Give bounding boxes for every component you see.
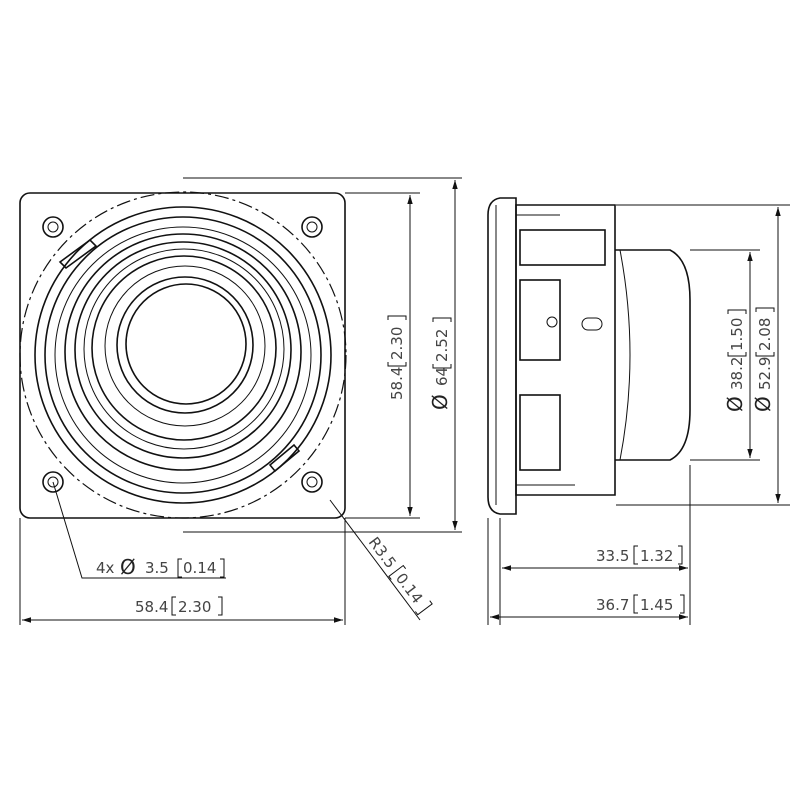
hole-diameter-symbol: Ø	[120, 555, 136, 579]
terminal-tabs	[58, 238, 301, 473]
basket-window-bottom	[519, 394, 561, 471]
basket-diameter-in-label: 2.08	[756, 318, 774, 351]
body-depth-mm-label: 33.5	[596, 547, 629, 565]
diameter-in-label: 2.52	[433, 329, 451, 362]
hole-in-label: 0.14	[183, 559, 216, 577]
basket-diameter-mm-label: 52.9	[756, 357, 774, 390]
frame-ring	[34, 206, 332, 504]
width-in-label: 2.30	[178, 598, 211, 616]
mounting-holes	[42, 216, 323, 493]
magnet-diameter-mm-label: 38.2	[728, 357, 746, 390]
dust-cap	[125, 283, 247, 405]
radius-leader	[329, 499, 421, 621]
height-in-label: 2.30	[388, 327, 406, 360]
side-view: Ø 38.2 1.50 Ø 52.9 2.08 33.5 1.32 36.7 1…	[487, 197, 790, 625]
flange	[487, 197, 517, 515]
front-view: 58.4 2.30 Ø 64 2.52 4x Ø 3.5 0.14 58.4 2…	[19, 177, 462, 625]
hole-mm-label: 3.5	[145, 559, 169, 577]
basket-diameter-symbol: Ø	[751, 396, 775, 412]
body-depth-in-label: 1.32	[640, 547, 673, 565]
total-depth-in-label: 1.45	[640, 596, 673, 614]
outer-diameter-circle	[19, 191, 347, 519]
magnet	[615, 249, 691, 461]
width-mm-label: 58.4	[135, 598, 168, 616]
surround-outer	[64, 233, 302, 471]
holes-count-label: 4x	[96, 559, 115, 577]
magnet-diameter-symbol: Ø	[723, 396, 747, 412]
radius-in-label: 0.14	[392, 570, 426, 608]
diameter-symbol: Ø	[428, 394, 452, 410]
terminal-block	[519, 229, 606, 266]
diameter-mm-label: 64	[433, 367, 451, 386]
cone	[91, 255, 277, 441]
basket	[515, 204, 616, 496]
hole-leader	[52, 481, 226, 579]
total-depth-mm-label: 36.7	[596, 596, 629, 614]
magnet-diameter-in-label: 1.50	[728, 318, 746, 351]
height-mm-label: 58.4	[388, 367, 406, 400]
basket-window-top	[519, 279, 561, 361]
